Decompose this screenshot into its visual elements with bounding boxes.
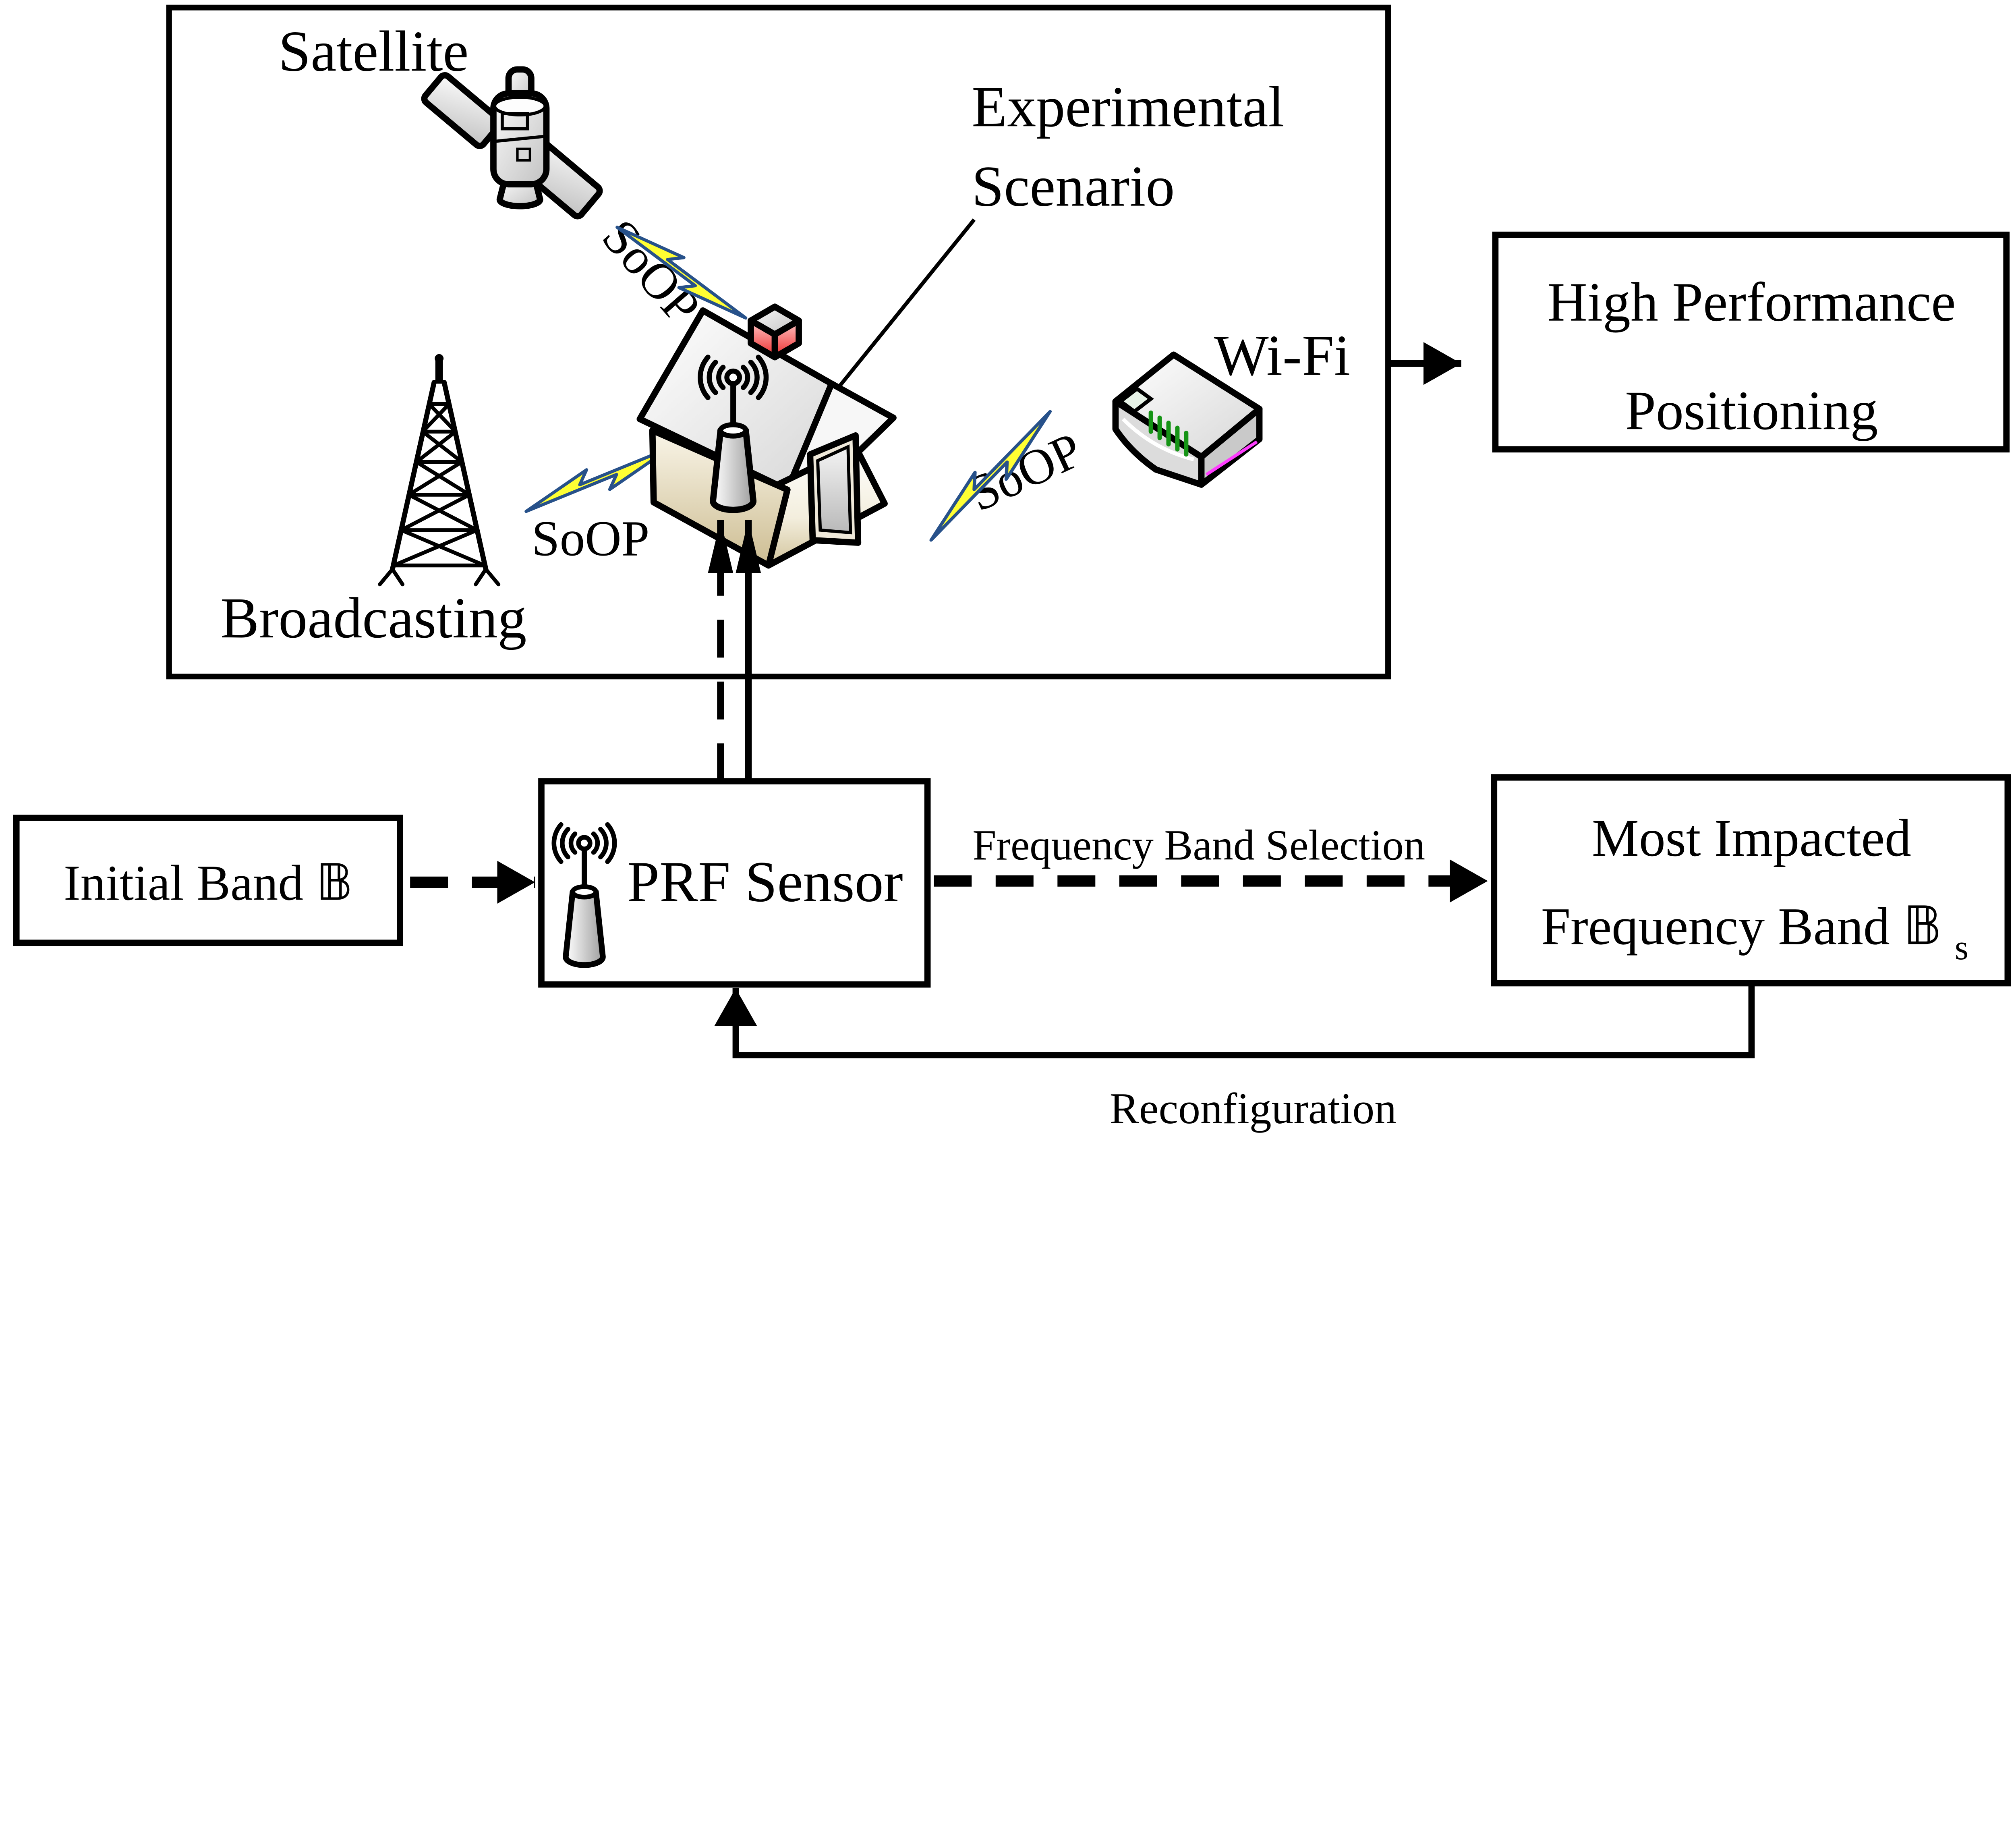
- soop-broadcasting-label: SoOP: [532, 510, 650, 566]
- high-performance-line1: High Performance: [1547, 271, 1956, 333]
- satellite-solar-panel-left: [421, 72, 504, 149]
- house-icon: [636, 303, 897, 569]
- most-impacted-subscript: s: [1955, 928, 1968, 967]
- soop-satellite-label: SoOP: [591, 209, 711, 335]
- soop-positioning-diagram: Experimental Scenario Satellite SoOP Bro…: [13, 4, 2011, 1133]
- scenario-callout-line: [834, 218, 976, 393]
- initial-band-label: Initial Band 𝔹: [64, 855, 353, 911]
- scenario-title-line2: Scenario: [972, 155, 1175, 219]
- figure-canvas: Experimental Scenario Satellite SoOP Bro…: [13, 4, 2011, 1133]
- house-chimney: [748, 303, 802, 361]
- satellite-body-panel-detail: [500, 112, 529, 131]
- router-front-face: [1112, 398, 1205, 488]
- prf-sensor-label: PRF Sensor: [627, 850, 903, 914]
- house-door: [807, 432, 862, 546]
- most-impacted-line2: Frequency Band 𝔹: [1541, 897, 1942, 956]
- broadcasting-tower-icon: [378, 354, 501, 587]
- high-performance-box: High Performance Positioning: [1492, 231, 2010, 453]
- frequency-band-selection-label: Frequency Band Selection: [972, 821, 1425, 869]
- router-accent-line: [1205, 440, 1258, 476]
- experimental-scenario-box: [166, 4, 1391, 680]
- wifi-router-icon: [1112, 351, 1263, 488]
- router-screen: [1117, 386, 1154, 414]
- satellite-icon: [421, 66, 603, 220]
- scenario-title-line1: Experimental: [972, 75, 1284, 139]
- most-impacted-line1: Most Impacted: [1592, 809, 1911, 867]
- high-performance-line2: Positioning: [1625, 380, 1878, 441]
- satellite-body-square-detail: [516, 147, 531, 162]
- most-impacted-box: Most Impacted Frequency Band 𝔹 s: [1491, 774, 2011, 987]
- reconfiguration-label: Reconfiguration: [1110, 1084, 1397, 1133]
- experimental-scenario-title: Experimental Scenario: [834, 75, 1284, 393]
- prf-sensor-box: PRF Sensor: [538, 778, 931, 988]
- initial-band-box: Initial Band 𝔹: [13, 815, 403, 946]
- satellite-label: Satellite: [278, 19, 468, 83]
- router-led-lights: [1148, 410, 1189, 457]
- wifi-label: Wi-Fi: [1214, 324, 1350, 388]
- arrow-reconfiguration-feedback: [714, 983, 1755, 1058]
- broadcasting-label: Broadcasting: [220, 586, 526, 650]
